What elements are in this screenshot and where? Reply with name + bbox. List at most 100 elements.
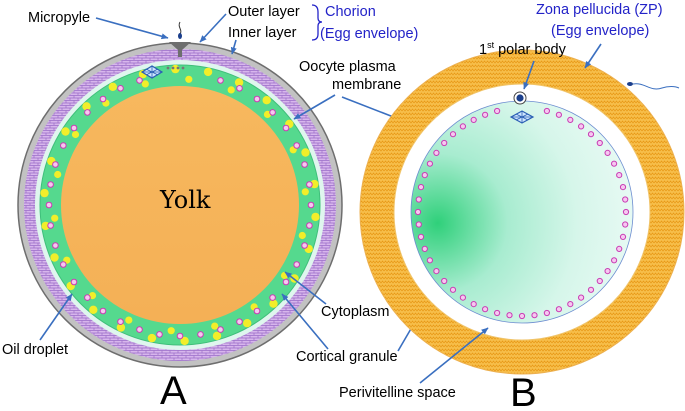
oil-droplet bbox=[88, 292, 97, 300]
cortical-granule bbox=[587, 286, 595, 293]
oil-droplet bbox=[212, 331, 222, 341]
cortical-granule bbox=[306, 181, 313, 188]
sperm-icon bbox=[627, 82, 680, 90]
cortical-granule bbox=[236, 85, 243, 92]
cortical-granule bbox=[555, 306, 563, 313]
cortical-granule bbox=[567, 116, 574, 124]
cortical-granule bbox=[99, 307, 107, 315]
cortical-granule bbox=[470, 116, 477, 124]
oil-droplet bbox=[50, 253, 59, 262]
micropyle-arrow bbox=[95, 17, 169, 40]
oil-droplet bbox=[167, 327, 175, 335]
oil-droplet bbox=[269, 299, 278, 308]
oocyte-cytoplasm-b bbox=[410, 100, 634, 324]
cortical-granule bbox=[459, 294, 466, 301]
outer-layer-arrow bbox=[199, 13, 227, 43]
oil-droplet bbox=[54, 170, 62, 179]
cortical-granule bbox=[433, 149, 440, 156]
cortical-granule bbox=[421, 172, 428, 179]
cortical-granule bbox=[70, 124, 78, 132]
zona-pellucida-arrow bbox=[584, 43, 602, 69]
cortical-granule bbox=[611, 160, 618, 167]
cortical-granule bbox=[449, 131, 457, 138]
perivitelline-arrow bbox=[419, 327, 489, 384]
oil-droplet bbox=[185, 75, 193, 83]
panel-a-egg bbox=[17, 21, 343, 368]
oil-droplet bbox=[141, 80, 149, 88]
oil-droplet bbox=[310, 179, 319, 189]
cortical-granule bbox=[531, 312, 538, 319]
oil-droplet bbox=[41, 221, 50, 231]
cortical-granule bbox=[217, 326, 224, 333]
cortical-granule bbox=[136, 77, 143, 84]
oil-droplet bbox=[82, 102, 91, 111]
cortical-granules-a bbox=[45, 77, 315, 340]
cortical-granule bbox=[426, 257, 433, 264]
yolk-label: Yolk bbox=[159, 186, 211, 214]
chorion-envelope-label: (Egg envelope) bbox=[320, 26, 418, 42]
cortical-granule bbox=[578, 294, 585, 301]
oocyte-membrane-label-2: membrane bbox=[332, 77, 401, 93]
cortical-granule bbox=[176, 332, 184, 340]
cortical-granule bbox=[441, 277, 448, 285]
cortical-granule bbox=[45, 201, 53, 209]
cortical-granule bbox=[136, 326, 143, 333]
micropyle-label: Micropyle bbox=[28, 10, 90, 26]
cortical-granule bbox=[449, 286, 457, 293]
cortical-granule bbox=[543, 107, 551, 115]
oil-droplet bbox=[108, 82, 118, 92]
cortical-granule bbox=[622, 221, 629, 228]
oil-droplet bbox=[234, 78, 244, 87]
cortical-granule bbox=[482, 111, 489, 118]
perivitelline-space-label: Perivitelline space bbox=[339, 385, 456, 401]
oil-droplet bbox=[147, 333, 157, 343]
yolk-mass bbox=[61, 86, 299, 324]
cortical-granule bbox=[52, 161, 59, 168]
cortical-granule bbox=[282, 278, 290, 286]
cortical-granule bbox=[269, 294, 276, 301]
zona-pellucida-label: Zona pellucida (ZP) bbox=[536, 2, 663, 18]
polar-body-num: 1 bbox=[479, 42, 487, 58]
oil-droplet bbox=[89, 305, 98, 314]
cortical-granule bbox=[417, 184, 425, 191]
cortical-granule bbox=[306, 222, 313, 229]
micropyle-funnel-icon bbox=[169, 42, 191, 57]
oil-droplet bbox=[125, 316, 133, 324]
cortical-granule bbox=[253, 95, 261, 103]
spindle-icon bbox=[140, 65, 164, 79]
membrane-arrow-a bbox=[293, 94, 336, 120]
cortical-granule bbox=[482, 306, 489, 313]
cortical-granule bbox=[596, 139, 603, 147]
cortical-granule bbox=[307, 201, 315, 209]
polar-body-arrow bbox=[523, 60, 535, 90]
cortical-granule bbox=[99, 95, 107, 103]
panel-b-letter: B bbox=[510, 371, 537, 411]
cortical-granule bbox=[587, 131, 595, 138]
cortical-granule bbox=[415, 196, 422, 203]
cortical-granule bbox=[293, 261, 301, 268]
cortical-granule bbox=[117, 318, 124, 326]
cortical-granule bbox=[301, 161, 308, 168]
cortical-granule bbox=[60, 261, 67, 268]
cortical-granule bbox=[578, 123, 585, 130]
cortical-granule bbox=[60, 142, 67, 149]
oil-droplet bbox=[262, 96, 271, 105]
chorion-label: Chorion bbox=[325, 4, 376, 20]
oil-droplet bbox=[61, 127, 70, 136]
cortical-granule bbox=[604, 268, 611, 275]
cortical-granule bbox=[616, 172, 623, 179]
cortical-granule bbox=[414, 208, 422, 216]
cortical-granule bbox=[47, 181, 54, 188]
oil-droplet bbox=[51, 214, 59, 222]
cortical-granule-label: Cortical granule bbox=[296, 349, 398, 365]
cortical-granule bbox=[417, 233, 425, 240]
cortical-granule bbox=[47, 222, 54, 229]
cortical-granule-arrow-a bbox=[281, 293, 329, 350]
cortical-granule bbox=[441, 139, 448, 147]
cortical-granule bbox=[433, 268, 440, 275]
cortical-granule bbox=[494, 309, 501, 317]
cortical-granule bbox=[506, 312, 513, 319]
panel-b-egg bbox=[359, 49, 685, 375]
cortical-granule bbox=[619, 184, 627, 191]
oil-droplet bbox=[71, 130, 80, 139]
